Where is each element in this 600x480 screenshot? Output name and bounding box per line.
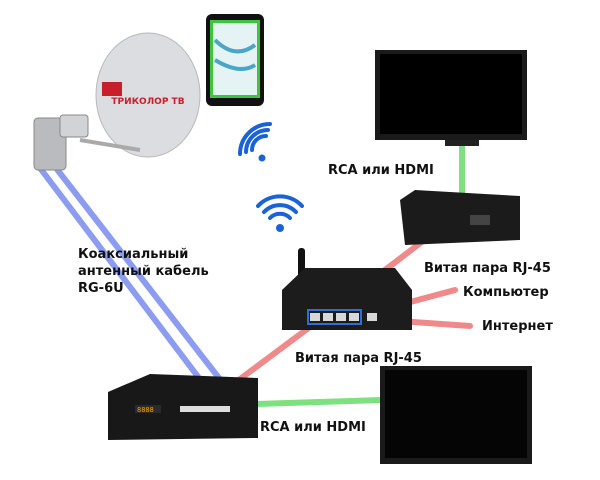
coax-label-line3: RG-6U [78,281,124,296]
tricolor-logo: ТРИКОЛОР ТВ [111,97,184,107]
video-cables [255,144,465,407]
coax-label-line1: Коаксиальный [78,247,189,262]
router-ports [310,313,377,321]
svg-text:8888: 8888 [137,406,154,414]
internet-label: Интернет [482,319,553,334]
logo-mark [102,82,122,96]
coax-cables [37,165,225,385]
wifi-icon-router [256,194,304,232]
router [282,248,412,330]
tablet [206,14,264,106]
top-set-top-box [400,190,520,245]
twisted-pair-top-label: Витая пара RJ-45 [424,261,551,276]
satellite-dish: ТРИКОЛОР ТВ [79,32,201,158]
computer-label: Компьютер [463,285,549,300]
twisted-pair-bottom-label: Витая пара RJ-45 [295,351,422,366]
top-tv-link-label: RCA или HDMI [328,163,434,178]
lnb-converter [33,114,89,171]
wifi-icon-tablet [238,122,272,162]
coax-label-line2: антенный кабель [78,264,209,279]
bottom-tv-link-label: RCA или HDMI [260,420,366,435]
top-tv [375,50,527,146]
satellite-receiver: 8888 [108,374,258,440]
bottom-tv [380,366,532,464]
